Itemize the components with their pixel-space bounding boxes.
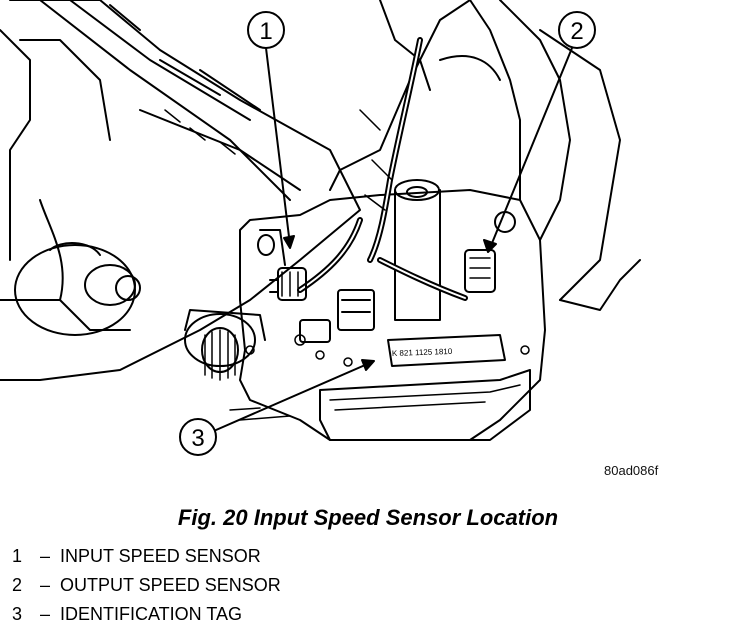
figure-code: 80ad086f: [604, 463, 659, 478]
callout-3: [179, 359, 375, 456]
identification-tag-text: K 821 1125 1810: [392, 347, 453, 358]
bell-cover: [14, 242, 141, 336]
valve-body-case: [239, 0, 641, 441]
harness-connector: [299, 289, 375, 343]
callout-1: [247, 11, 295, 249]
legend-text: IDENTIFICATION TAG: [60, 604, 243, 624]
callout-3-number: 3: [191, 425, 204, 452]
input-speed-sensor: [257, 229, 307, 301]
legend-dash: –: [39, 546, 50, 566]
legend-item-3: 3–IDENTIFICATION TAG: [12, 600, 281, 629]
legend-item-1: 1–INPUT SPEED SENSOR: [12, 542, 281, 571]
callout-2: [483, 11, 596, 253]
callout-1-number: 1: [259, 18, 272, 45]
transmission-housing: [0, 0, 361, 381]
output-shaft: [184, 309, 266, 381]
legend: 1–INPUT SPEED SENSOR 2–OUTPUT SPEED SENS…: [12, 542, 281, 629]
legend-dash: –: [39, 575, 50, 595]
legend-number: 2: [12, 575, 23, 595]
oil-pan: [319, 369, 531, 441]
legend-text: OUTPUT SPEED SENSOR: [60, 575, 281, 595]
legend-dash: –: [39, 604, 50, 624]
legend-number: 3: [12, 604, 23, 624]
transmission-line-art: 1 2 3 K 821 1125 1810: [0, 0, 641, 456]
filler-tube: [394, 179, 441, 321]
bolt-details: [229, 334, 530, 421]
identification-tag: [387, 334, 506, 367]
legend-number: 1: [12, 546, 23, 566]
figure-caption: Fig. 20 Input Speed Sensor Location: [177, 505, 559, 530]
legend-item-2: 2–OUTPUT SPEED SENSOR: [12, 571, 281, 600]
wiring-harness: [297, 37, 501, 301]
callout-2-number: 2: [570, 18, 583, 45]
output-speed-sensor: [464, 211, 516, 293]
legend-text: INPUT SPEED SENSOR: [60, 546, 261, 566]
transmission-illustration: 1 2 3 K 821 1125 1810: [0, 0, 641, 456]
